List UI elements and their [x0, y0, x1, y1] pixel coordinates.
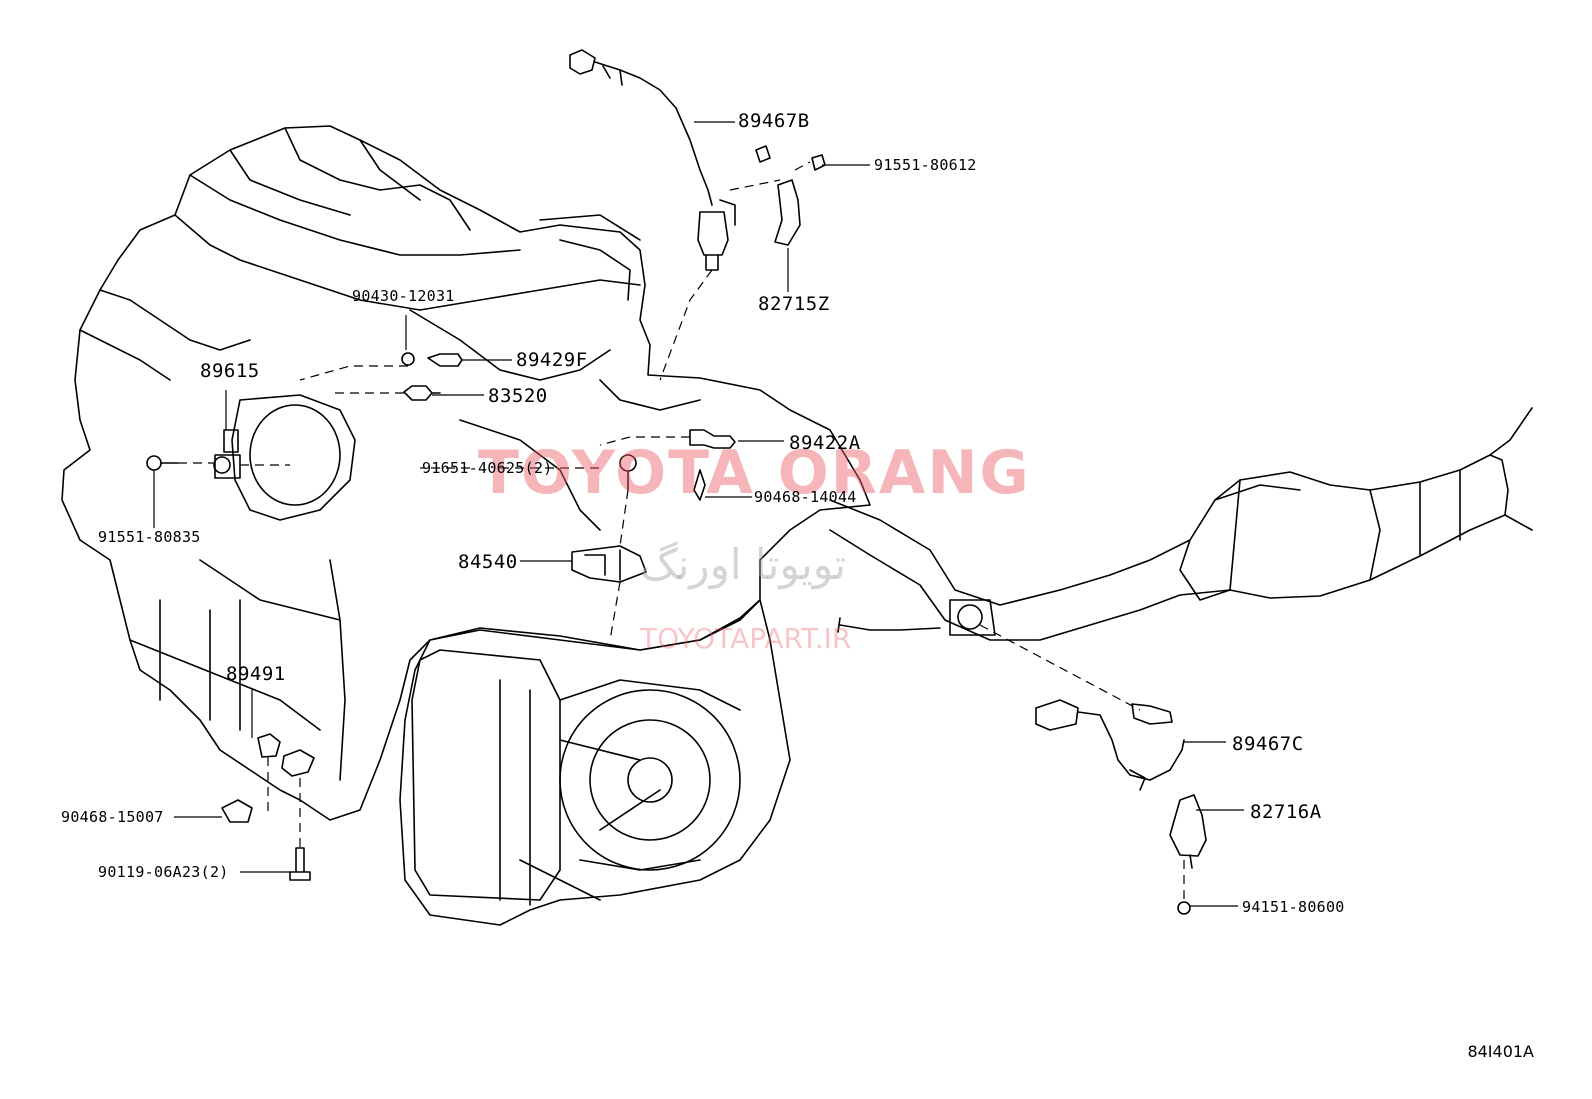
part-label-90430-12031[interactable]: 90430-12031: [352, 287, 455, 305]
part-label-90119-06a23[interactable]: 90119-06A23(2): [98, 863, 229, 881]
engine-outline: [61, 125, 871, 821]
part-label-89422a[interactable]: 89422A: [789, 432, 861, 454]
diagram-code: 84I401A: [1467, 1042, 1534, 1061]
part-label-82716a[interactable]: 82716A: [1250, 801, 1322, 823]
part-label-91651-40625[interactable]: 91651-40625(2): [422, 459, 553, 477]
part-label-89467b[interactable]: 89467B: [738, 110, 810, 132]
part-label-90468-15007[interactable]: 90468-15007: [61, 808, 164, 826]
part-label-89615[interactable]: 89615: [200, 360, 260, 382]
part-label-89491[interactable]: 89491: [226, 663, 286, 685]
part-label-89467c[interactable]: 89467C: [1232, 733, 1304, 755]
watermark-site: TOYOTAPART.IR: [640, 622, 852, 655]
neutral-switch: [571, 545, 647, 583]
transaxle-outline: [399, 599, 791, 926]
part-label-89429f[interactable]: 89429F: [516, 349, 588, 371]
watermark-main: TOYOTA ORANG: [478, 438, 1031, 508]
part-label-84540[interactable]: 84540: [458, 551, 518, 573]
watermark-farsi: تویوتا اورنگ: [640, 540, 847, 589]
part-label-83520[interactable]: 83520: [488, 385, 548, 407]
part-label-91551-80612[interactable]: 91551-80612: [874, 156, 977, 174]
part-label-94151-80600[interactable]: 94151-80600: [1242, 898, 1345, 916]
part-label-82715z[interactable]: 82715Z: [758, 293, 830, 315]
part-label-90468-14044[interactable]: 90468-14044: [754, 488, 857, 506]
part-label-91551-80835[interactable]: 91551-80835: [98, 528, 201, 546]
